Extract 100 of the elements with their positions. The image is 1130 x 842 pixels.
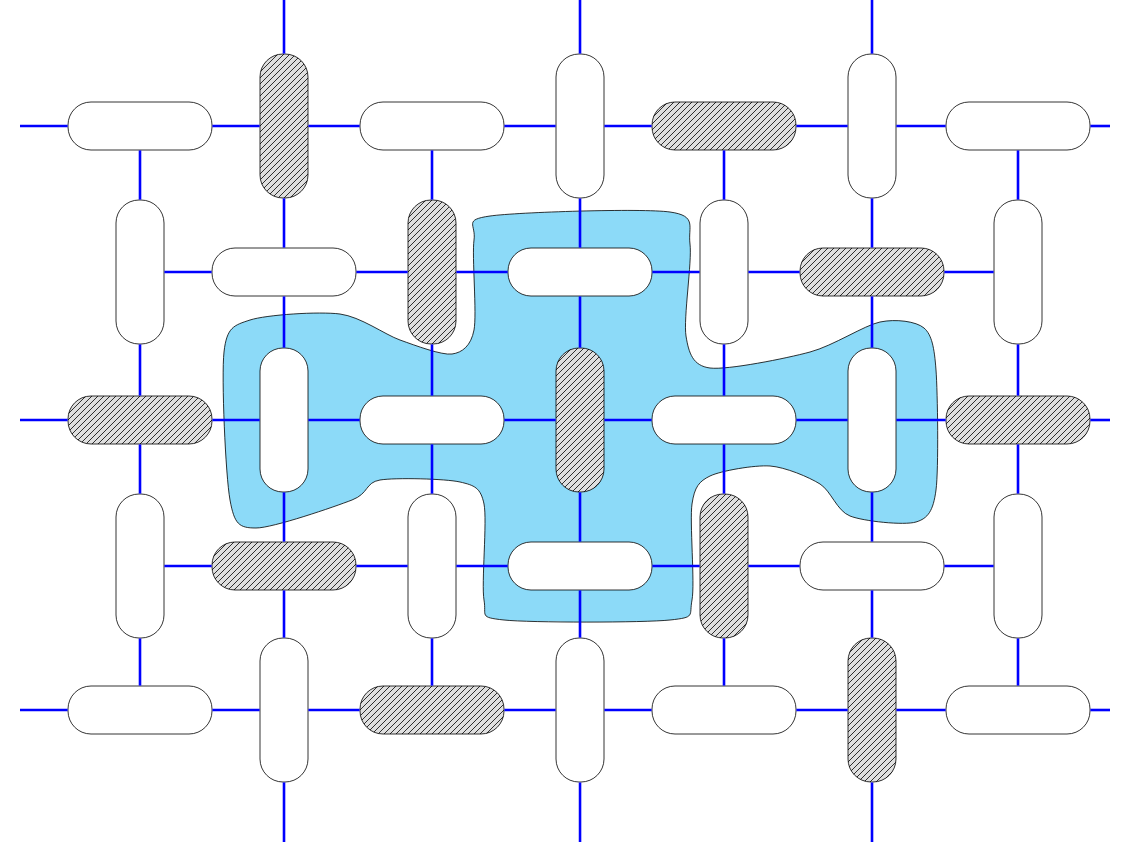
hatched-box: [259, 53, 309, 199]
connector-line: [604, 708, 652, 712]
connector-line: [870, 590, 874, 638]
connector-line: [870, 782, 874, 842]
connector-line: [578, 296, 582, 348]
connector-line: [282, 0, 286, 54]
connector-line: [796, 124, 848, 128]
connector-line: [652, 270, 700, 274]
connector-line: [212, 708, 260, 712]
hatched-box: [945, 395, 1091, 445]
connector-line: [1016, 444, 1020, 494]
rounded-box: [993, 199, 1043, 345]
connector-line: [1090, 418, 1110, 422]
hatched-box: [555, 347, 605, 493]
connector-line: [282, 782, 286, 842]
rounded-box: [651, 395, 797, 445]
connector-line: [578, 782, 582, 842]
connector-line: [308, 708, 360, 712]
rounded-box: [507, 541, 653, 591]
rounded-box: [555, 637, 605, 783]
connector-line: [356, 270, 408, 274]
connector-line: [1016, 344, 1020, 396]
connector-line: [164, 270, 212, 274]
rounded-box: [699, 199, 749, 345]
connector-line: [356, 564, 408, 568]
connector-line: [896, 124, 946, 128]
hatched-box: [699, 493, 749, 639]
connector-line: [748, 270, 800, 274]
connector-line: [944, 270, 994, 274]
connector-line: [138, 638, 142, 686]
connector-line: [1090, 708, 1110, 712]
rounded-box: [67, 685, 213, 735]
connector-line: [796, 708, 848, 712]
connector-line: [578, 590, 582, 638]
connector-line: [308, 418, 360, 422]
rounded-box: [359, 101, 505, 151]
connector-line: [870, 296, 874, 348]
rounded-box: [115, 493, 165, 639]
connector-line: [430, 638, 434, 686]
connector-line: [430, 150, 434, 200]
connector-line: [604, 418, 652, 422]
rounded-box: [847, 53, 897, 199]
rounded-box: [115, 199, 165, 345]
connector-line: [504, 124, 556, 128]
rounded-box: [507, 247, 653, 297]
connector-line: [20, 124, 68, 128]
rounded-box: [259, 637, 309, 783]
hatched-box: [67, 395, 213, 445]
connector-line: [20, 418, 68, 422]
connector-line: [212, 124, 260, 128]
rounded-box: [359, 395, 505, 445]
connector-line: [870, 0, 874, 54]
rounded-box: [651, 685, 797, 735]
connector-line: [212, 418, 260, 422]
connector-line: [282, 590, 286, 638]
rounded-box: [555, 53, 605, 199]
rounded-box: [945, 101, 1091, 151]
rounded-box: [847, 347, 897, 493]
connector-line: [456, 564, 508, 568]
connector-line: [722, 344, 726, 396]
connector-line: [456, 270, 508, 274]
connector-line: [308, 124, 360, 128]
connector-line: [138, 344, 142, 396]
connector-line: [748, 564, 800, 568]
connector-line: [652, 564, 700, 568]
hatched-box: [847, 637, 897, 783]
rounded-box: [945, 685, 1091, 735]
connector-line: [504, 418, 556, 422]
rounded-box: [407, 493, 457, 639]
connector-line: [870, 198, 874, 248]
hatched-box: [211, 541, 357, 591]
rounded-box: [211, 247, 357, 297]
connector-line: [896, 708, 946, 712]
connector-line: [1016, 638, 1020, 686]
hatched-box: [651, 101, 797, 151]
connector-line: [282, 492, 286, 542]
connector-line: [282, 198, 286, 248]
connector-line: [578, 198, 582, 248]
hatched-box: [359, 685, 505, 735]
connector-line: [870, 492, 874, 542]
connector-line: [20, 708, 68, 712]
connector-line: [1090, 124, 1110, 128]
connector-line: [138, 150, 142, 200]
connector-line: [164, 564, 212, 568]
connector-line: [722, 444, 726, 494]
rounded-box: [993, 493, 1043, 639]
connector-line: [138, 444, 142, 494]
connector-line: [944, 564, 994, 568]
connector-line: [578, 492, 582, 542]
connector-line: [282, 296, 286, 348]
connector-line: [430, 444, 434, 494]
connector-line: [896, 418, 946, 422]
connector-line: [796, 418, 848, 422]
hatched-box: [407, 199, 457, 345]
connector-line: [430, 344, 434, 396]
connector-line: [578, 0, 582, 54]
connector-line: [722, 638, 726, 686]
rounded-box: [259, 347, 309, 493]
rounded-box: [67, 101, 213, 151]
connector-line: [504, 708, 556, 712]
